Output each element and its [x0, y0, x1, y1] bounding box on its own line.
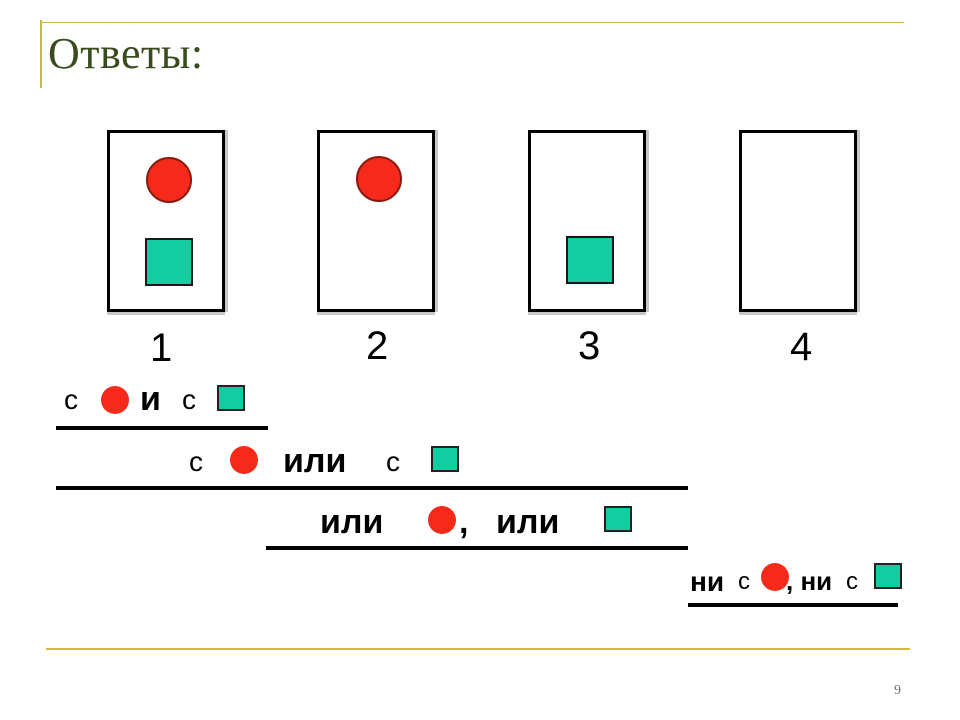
answer-underline — [266, 546, 688, 550]
red-circle-icon — [230, 446, 258, 474]
teal-square-icon — [566, 236, 614, 284]
red-circle-icon — [761, 563, 789, 591]
answer-conjunction: или — [320, 503, 384, 541]
teal-square-icon — [874, 563, 902, 589]
red-circle-icon — [428, 506, 456, 534]
slide-title: Ответы: — [48, 29, 204, 78]
red-circle-icon — [101, 386, 129, 414]
answer-word: с — [846, 568, 858, 595]
card-number: 2 — [366, 324, 389, 368]
answer-word: с — [386, 446, 400, 477]
answer-conjunction: или — [496, 503, 560, 541]
answer-word: с — [182, 384, 196, 415]
answer-word: с — [738, 568, 750, 595]
card-3 — [528, 130, 646, 312]
card-1 — [107, 130, 225, 312]
answer-conjunction: , ни — [786, 566, 833, 596]
answer-underline — [56, 426, 268, 430]
red-circle-icon — [356, 156, 402, 202]
card-number: 3 — [578, 324, 601, 368]
card-2 — [317, 130, 435, 312]
answer-underline — [56, 486, 688, 490]
answer-comma: , — [459, 503, 469, 541]
card-4 — [739, 130, 857, 312]
answer-underline — [688, 603, 898, 607]
answer-conjunction: и — [140, 380, 161, 418]
answer-word: с — [64, 384, 78, 415]
bottom-rule — [46, 648, 910, 650]
red-circle-icon — [146, 157, 192, 203]
teal-square-icon — [604, 506, 632, 532]
top-rule — [40, 22, 904, 23]
page-number: 9 — [894, 683, 901, 698]
teal-square-icon — [431, 446, 459, 472]
title-accent-line — [40, 20, 42, 88]
answer-conjunction: или — [283, 442, 347, 480]
teal-square-icon — [145, 238, 193, 286]
card-number: 1 — [150, 326, 173, 370]
teal-square-icon — [217, 385, 245, 411]
answer-conjunction: ни — [690, 566, 725, 597]
card-number: 4 — [790, 325, 813, 369]
answer-word: с — [189, 446, 203, 477]
